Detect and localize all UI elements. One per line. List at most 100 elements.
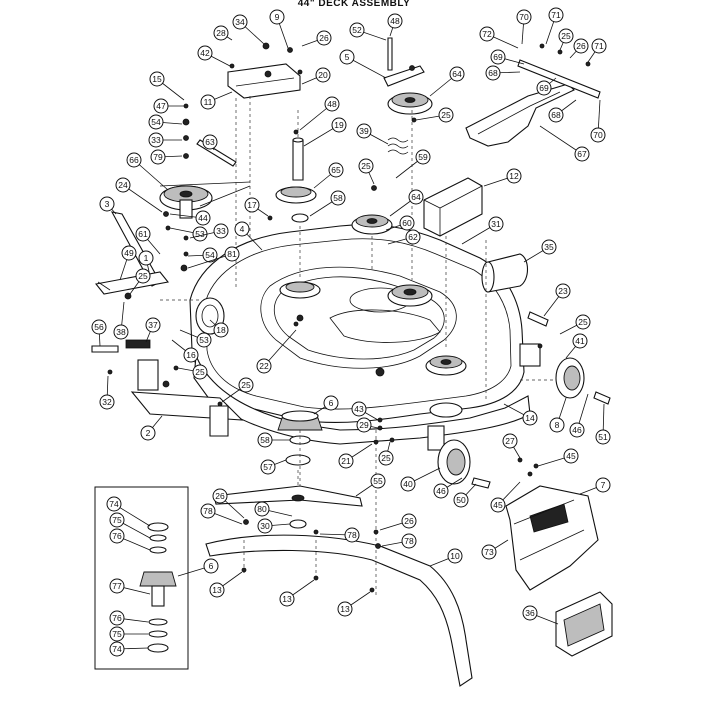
callout-73: 73 — [481, 539, 509, 560]
svg-text:46: 46 — [572, 425, 582, 435]
discharge-chute-7 — [505, 485, 599, 591]
callout-27: 27 — [502, 433, 521, 459]
svg-text:53: 53 — [199, 335, 209, 345]
callout-12: 12 — [483, 168, 522, 187]
svg-text:2: 2 — [146, 428, 151, 438]
svg-text:68: 68 — [488, 68, 498, 78]
svg-text:32: 32 — [102, 397, 112, 407]
callout-76: 76 — [109, 528, 151, 551]
callout-54: 54 — [148, 114, 183, 130]
svg-text:4: 4 — [240, 224, 245, 234]
svg-text:11: 11 — [204, 97, 213, 107]
callout-76: 76 — [109, 610, 149, 626]
svg-text:30: 30 — [260, 521, 270, 531]
callout-31: 31 — [461, 216, 504, 245]
gauge-wheel-40 — [437, 439, 471, 485]
svg-text:37: 37 — [148, 320, 158, 330]
callout-58: 58 — [309, 190, 346, 217]
pulley-57 — [285, 454, 311, 466]
parts-drawing — [91, 37, 613, 687]
callout-78: 78 — [319, 527, 360, 543]
svg-text:56: 56 — [94, 322, 104, 332]
callout-18: 18 — [209, 319, 229, 338]
svg-text:77: 77 — [112, 581, 122, 591]
svg-text:36: 36 — [525, 608, 535, 618]
callout-16: 16 — [171, 339, 199, 363]
callout-53: 53 — [179, 329, 212, 348]
nut-30 — [289, 519, 307, 529]
callout-44: 44 — [169, 210, 211, 226]
svg-text:75: 75 — [112, 515, 122, 525]
svg-text:13: 13 — [282, 594, 292, 604]
svg-text:65: 65 — [331, 165, 341, 175]
svg-text:76: 76 — [112, 613, 122, 623]
svg-text:6: 6 — [329, 398, 334, 408]
callout-46: 46 — [569, 393, 589, 438]
callout-60: 60 — [385, 215, 415, 231]
svg-text:79: 79 — [153, 152, 163, 162]
callout-75: 75 — [109, 626, 148, 642]
callout-70: 70 — [516, 9, 532, 45]
callout-78: 78 — [200, 503, 243, 525]
svg-text:42: 42 — [200, 48, 210, 58]
callout-48: 48 — [387, 13, 403, 37]
callout-42: 42 — [197, 45, 231, 67]
callout-25: 25 — [358, 158, 375, 185]
callout-81: 81 — [187, 246, 240, 269]
callout-69: 69 — [490, 49, 525, 65]
callout-71: 71 — [587, 38, 607, 63]
deck-pulleys — [279, 281, 467, 376]
bracket-11 — [227, 63, 301, 99]
callout-75: 75 — [109, 512, 151, 539]
svg-text:33: 33 — [151, 135, 161, 145]
callout-62: 62 — [387, 229, 421, 245]
svg-text:74: 74 — [109, 499, 119, 509]
svg-text:78: 78 — [203, 506, 213, 516]
callout-26: 26 — [569, 38, 589, 59]
callout-13: 13 — [337, 591, 371, 617]
svg-text:13: 13 — [212, 585, 222, 595]
callouts: 34 28 9 26 48 52 70 71 72 25 26 71 42 5 … — [91, 7, 611, 657]
callout-39: 39 — [356, 123, 389, 145]
svg-text:26: 26 — [404, 516, 414, 526]
callout-47: 47 — [153, 98, 184, 114]
callout-15: 15 — [149, 71, 185, 101]
chute-decal — [529, 503, 569, 533]
callout-20: 20 — [301, 67, 331, 85]
callout-70: 70 — [590, 99, 606, 143]
diagram-title: 44" DECK ASSEMBLY — [298, 0, 411, 9]
svg-text:25: 25 — [381, 453, 391, 463]
spindle-6 — [277, 410, 323, 431]
svg-text:72: 72 — [482, 29, 492, 39]
callout-36: 36 — [522, 605, 559, 625]
callout-33: 33 — [148, 132, 182, 148]
spindle-inset-box — [94, 486, 189, 670]
svg-text:35: 35 — [544, 242, 554, 252]
svg-text:74: 74 — [112, 644, 122, 654]
svg-text:59: 59 — [418, 152, 428, 162]
svg-text:64: 64 — [411, 192, 421, 202]
svg-text:54: 54 — [151, 117, 161, 127]
callout-67: 67 — [539, 125, 590, 162]
callout-24: 24 — [115, 177, 163, 213]
svg-text:26: 26 — [319, 33, 329, 43]
svg-text:78: 78 — [347, 530, 357, 540]
callout-29: 29 — [356, 417, 379, 433]
svg-text:76: 76 — [112, 531, 122, 541]
svg-text:66: 66 — [129, 155, 139, 165]
callout-13: 13 — [279, 579, 315, 607]
bolt-51 — [593, 391, 611, 405]
callout-64: 64 — [429, 66, 465, 97]
svg-text:64: 64 — [452, 69, 462, 79]
pulley-66 — [159, 185, 213, 219]
callout-65: 65 — [313, 162, 344, 189]
svg-text:26: 26 — [215, 491, 225, 501]
svg-text:44: 44 — [198, 213, 208, 223]
callout-33: 33 — [189, 223, 229, 239]
svg-text:70: 70 — [519, 12, 529, 22]
bolt-50 — [471, 477, 491, 489]
svg-text:5: 5 — [345, 52, 350, 62]
svg-text:38: 38 — [116, 327, 126, 337]
callout-25: 25 — [558, 28, 574, 51]
callout-54: 54 — [187, 247, 218, 263]
